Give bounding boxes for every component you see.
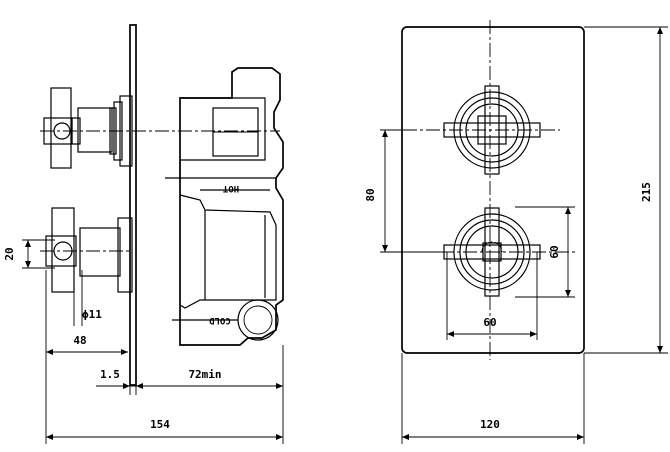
cold-label: COLD: [209, 315, 231, 325]
svg-text:ϕ11: ϕ11: [82, 308, 102, 321]
svg-text:120: 120: [480, 418, 500, 431]
dim-215: 215: [584, 26, 668, 354]
dim-60-vertical: 60: [515, 206, 575, 298]
upper-spindle: [77, 107, 113, 153]
dim-60-horizontal: 60: [446, 252, 538, 340]
svg-text:48: 48: [73, 334, 86, 347]
dim-phi-11: ϕ11: [73, 270, 102, 326]
dim-48: 48: [45, 270, 128, 358]
side-view: HOT COLD 20: [3, 24, 284, 444]
upper-handle: [50, 87, 72, 169]
dim-120: 120: [401, 353, 585, 444]
svg-text:60: 60: [483, 316, 496, 329]
svg-text:72min: 72min: [188, 368, 221, 381]
dim-20: 20: [3, 239, 55, 269]
upper-cartridge: [180, 97, 266, 161]
dim-154: 154: [45, 358, 284, 444]
svg-text:60: 60: [548, 245, 561, 258]
dim-80: 80: [364, 129, 440, 253]
svg-text:1.5: 1.5: [100, 368, 120, 381]
lower-bonnet: [117, 217, 133, 293]
valve-body: [179, 67, 284, 346]
lower-handle: [51, 207, 75, 293]
svg-text:80: 80: [364, 188, 377, 201]
lower-spindle: [79, 227, 121, 277]
upper-control: [380, 20, 560, 360]
dim-1-5-and-72min: 1.5 72min: [96, 345, 284, 395]
hot-label: HOT: [222, 183, 239, 193]
svg-text:215: 215: [640, 182, 653, 202]
hot-channel: [165, 160, 276, 191]
front-view: 80 215 60 60: [364, 20, 668, 444]
thermostatic-body: [179, 194, 277, 309]
lower-control: [440, 207, 575, 297]
svg-text:20: 20: [3, 247, 16, 260]
wall-plate: [129, 24, 137, 386]
face-plate: [401, 26, 585, 354]
svg-text:154: 154: [150, 418, 170, 431]
